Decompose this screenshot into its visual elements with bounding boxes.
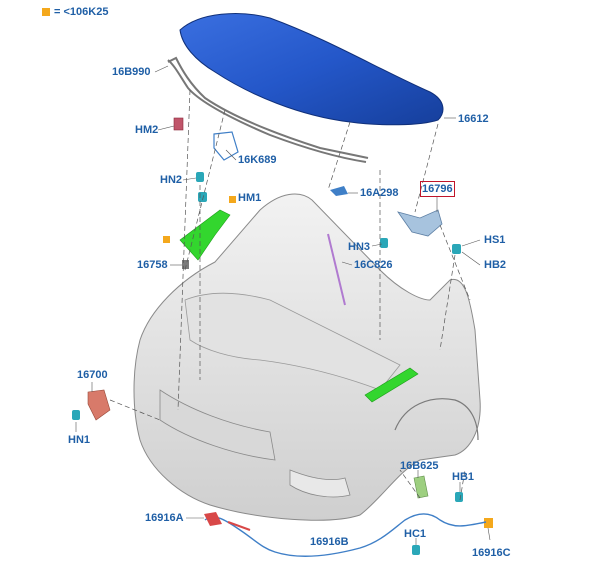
legend-marker-latch: [163, 236, 170, 243]
clip-hb1: [455, 492, 463, 502]
callout-16K689: 16K689: [238, 154, 277, 166]
clip-16b625: [413, 475, 429, 499]
cable-end-16916c: [484, 518, 493, 528]
clip-16758: [182, 260, 189, 269]
clip-hm1: [198, 192, 207, 202]
cable-sleeve: [227, 521, 251, 531]
clip-hn1: [72, 410, 80, 420]
callout-16796: 16796: [420, 181, 455, 197]
callout-HB1: HB1: [452, 471, 475, 483]
release-handle: [204, 512, 222, 526]
clip-hn2: [196, 172, 204, 182]
wheel-arch: [394, 398, 479, 441]
callout-16916C: 16916C: [472, 547, 511, 559]
headlamp: [289, 469, 351, 498]
callout-16916A: 16916A: [145, 512, 184, 524]
label-leaders: [75, 65, 491, 545]
clip-16a298: [330, 186, 348, 196]
hood-latch-highlight: [179, 209, 231, 261]
callout-HM2: HM2: [135, 124, 159, 136]
callout-HN3: HN3: [348, 241, 371, 253]
clip-hs1: [452, 244, 461, 254]
callout-HM1: HM1: [238, 192, 262, 204]
callout-16700: 16700: [77, 369, 108, 381]
leader-lines: [109, 89, 471, 501]
side-seal-highlight: [364, 367, 419, 403]
callout-16916B: 16916B: [310, 536, 349, 548]
hood-seal: [167, 56, 369, 163]
callout-16C826: 16C826: [354, 259, 393, 271]
callout-16758: 16758: [137, 259, 168, 271]
callout-HN1: HN1: [68, 434, 91, 446]
callout-16B625: 16B625: [400, 460, 439, 472]
hood-panel: [179, 13, 444, 126]
callout-16A298: 16A298: [360, 187, 399, 199]
callout-HB2: HB2: [484, 259, 507, 271]
callout-HS1: HS1: [484, 234, 506, 246]
callout-HN2: HN2: [160, 174, 183, 186]
release-cable: [204, 513, 487, 558]
callout-16B990: 16B990: [112, 66, 151, 78]
legend-text: = <106K25: [54, 6, 109, 18]
callout-16612: 16612: [458, 113, 489, 125]
grille: [159, 389, 276, 461]
callout-HC1: HC1: [404, 528, 427, 540]
clip-hm2: [173, 117, 184, 131]
clip-16k689: [213, 131, 239, 161]
hood-strut: [327, 233, 346, 306]
clip-hn3: [380, 238, 388, 248]
clip-hc1: [412, 545, 420, 555]
hood-hinge: [397, 209, 443, 237]
legend-marker-hm1: [229, 196, 236, 203]
latch-16700: [87, 389, 111, 421]
legend-marker: [42, 8, 50, 16]
